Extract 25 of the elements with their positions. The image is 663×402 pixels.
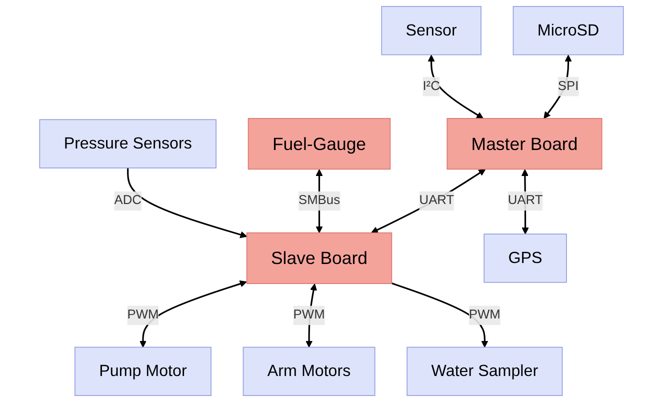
edge-label: PWM <box>293 308 325 322</box>
node-box: Arm Motors <box>242 346 376 396</box>
edge-label: UART <box>508 194 543 208</box>
node-box: Master Board <box>446 118 602 170</box>
arrow <box>544 54 572 119</box>
node-box: Pressure Sensors <box>39 119 216 168</box>
edge-label: ADC <box>114 194 142 208</box>
arrow <box>371 169 486 234</box>
edge-label: SMBus <box>298 194 340 208</box>
node-box: Water Sampler <box>406 346 563 396</box>
arrow <box>391 282 488 348</box>
node-box: Fuel-Gauge <box>248 118 391 170</box>
arrow <box>127 168 248 238</box>
arrow <box>428 54 484 119</box>
edge-label: PWM <box>468 308 500 322</box>
edge-label: I²C <box>422 79 440 94</box>
node-box: Pump Motor <box>74 346 212 396</box>
node-box: GPS <box>484 234 567 283</box>
node-box: MicroSD <box>512 6 624 56</box>
edge-label: PWM <box>127 308 159 322</box>
arrow <box>139 280 247 348</box>
edge-label: UART <box>419 194 454 208</box>
edge-label: SPI <box>558 79 579 94</box>
node-box: Slave Board <box>246 232 392 284</box>
node-box: Sensor <box>381 6 482 56</box>
